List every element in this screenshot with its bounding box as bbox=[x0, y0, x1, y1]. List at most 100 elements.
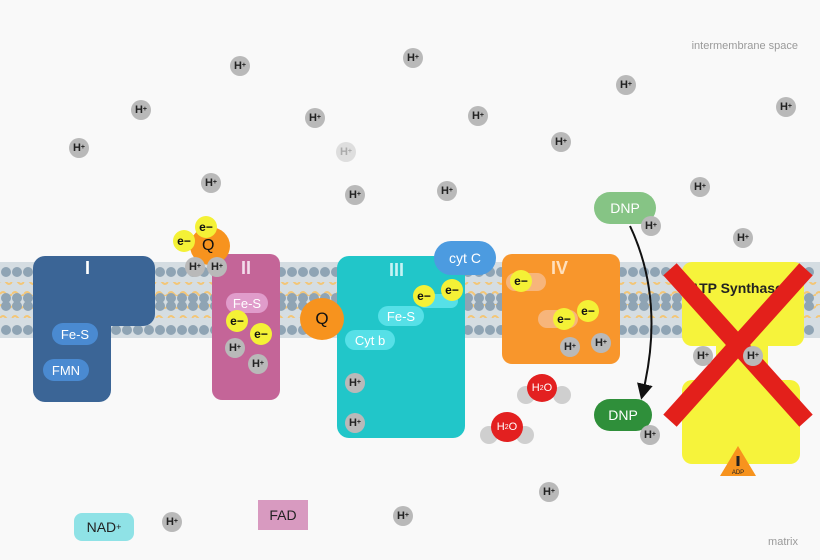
membrane-head-bead bbox=[650, 325, 660, 335]
membrane-head-bead bbox=[650, 293, 660, 303]
membrane-head-bead bbox=[122, 325, 132, 335]
membrane-head-bead bbox=[12, 293, 22, 303]
membrane-head-bead bbox=[199, 325, 209, 335]
proton: H+ bbox=[693, 346, 713, 366]
membrane-head-bead bbox=[804, 267, 814, 277]
membrane-head-bead bbox=[144, 325, 154, 335]
membrane-head-bead bbox=[188, 325, 198, 335]
complex-iv-title: IV bbox=[551, 258, 569, 278]
proton: H+ bbox=[345, 413, 365, 433]
membrane-head-bead bbox=[12, 267, 22, 277]
proton: H+ bbox=[743, 346, 763, 366]
proton: H+ bbox=[539, 482, 559, 502]
membrane-head-bead bbox=[177, 325, 187, 335]
complex-iii-cytb: Cyt b bbox=[345, 330, 395, 350]
electron: e− bbox=[195, 216, 217, 238]
proton: H+ bbox=[560, 337, 580, 357]
proton: H+ bbox=[437, 181, 457, 201]
proton: H+ bbox=[345, 185, 365, 205]
cytochrome-c: cyt C bbox=[434, 241, 496, 275]
membrane-head-bead bbox=[661, 325, 671, 335]
quinone-1-label: Q bbox=[202, 237, 215, 254]
proton: H+ bbox=[640, 425, 660, 445]
membrane-head-bead bbox=[485, 301, 495, 311]
water-2-sub: 2 bbox=[504, 423, 509, 431]
dnp-matrix: DNP bbox=[594, 399, 652, 431]
proton: H+ bbox=[131, 100, 151, 120]
membrane-head-bead bbox=[155, 301, 165, 311]
membrane-head-bead bbox=[287, 325, 297, 335]
membrane-head-bead bbox=[23, 293, 33, 303]
membrane-head-bead bbox=[661, 301, 671, 311]
proton: H+ bbox=[185, 257, 205, 277]
membrane-head-bead bbox=[628, 267, 638, 277]
proton: H+ bbox=[468, 106, 488, 126]
membrane-head-bead bbox=[23, 267, 33, 277]
membrane-head-bead bbox=[628, 325, 638, 335]
membrane-head-bead bbox=[166, 293, 176, 303]
membrane-head-bead bbox=[166, 301, 176, 311]
complex-iii-fes: Fe-S bbox=[378, 306, 424, 326]
water-2-h: H bbox=[496, 421, 505, 433]
membrane-head-bead bbox=[672, 301, 682, 311]
proton: H+ bbox=[162, 512, 182, 532]
proton: H+ bbox=[403, 48, 423, 68]
membrane-head-bead bbox=[188, 293, 198, 303]
water-1-o: O bbox=[543, 382, 553, 394]
water-1-sub: 2 bbox=[539, 384, 544, 392]
complex-i-fes: Fe-S bbox=[52, 323, 98, 345]
membrane-head-bead bbox=[650, 301, 660, 311]
membrane-head-bead bbox=[111, 325, 121, 335]
membrane-head-bead bbox=[672, 267, 682, 277]
membrane-head-bead bbox=[12, 325, 22, 335]
proton: H+ bbox=[393, 506, 413, 526]
electron: e− bbox=[441, 279, 463, 301]
proton: H+ bbox=[305, 108, 325, 128]
membrane-head-bead bbox=[1, 267, 11, 277]
membrane-head-bead bbox=[1, 293, 11, 303]
proton: H+ bbox=[345, 373, 365, 393]
quinone-2: Q bbox=[300, 298, 344, 340]
membrane-head-bead bbox=[309, 267, 319, 277]
membrane-head-bead bbox=[474, 325, 484, 335]
proton: H+ bbox=[776, 97, 796, 117]
membrane-head-bead bbox=[1, 325, 11, 335]
membrane-head-bead bbox=[287, 267, 297, 277]
electron: e− bbox=[510, 270, 532, 292]
atp-synthase-title: ATP Synthase bbox=[690, 280, 783, 296]
proton: H+ bbox=[248, 354, 268, 374]
membrane-head-bead bbox=[474, 293, 484, 303]
proton: H+ bbox=[69, 138, 89, 158]
membrane-head-bead bbox=[166, 325, 176, 335]
proton: H+ bbox=[551, 132, 571, 152]
membrane-head-bead bbox=[298, 267, 308, 277]
proton: H+ bbox=[733, 228, 753, 248]
water-2-o: O bbox=[508, 421, 518, 433]
intermembrane-space-label: intermembrane space bbox=[691, 40, 798, 52]
membrane-head-bead bbox=[485, 293, 495, 303]
nad-label: NAD bbox=[86, 519, 117, 535]
membrane-head-bead bbox=[320, 267, 330, 277]
proton: H+ bbox=[690, 177, 710, 197]
electron: e− bbox=[577, 300, 599, 322]
nad-plus: NAD+ bbox=[74, 513, 134, 541]
complex-i-arm bbox=[100, 256, 155, 326]
membrane-head-bead bbox=[1, 301, 11, 311]
adp-warning-icon: ADP bbox=[720, 446, 756, 476]
membrane-head-bead bbox=[485, 325, 495, 335]
membrane-head-bead bbox=[177, 293, 187, 303]
proton: H+ bbox=[230, 56, 250, 76]
proton: H+ bbox=[641, 216, 661, 236]
proton: H+ bbox=[616, 75, 636, 95]
proton: H+ bbox=[201, 173, 221, 193]
membrane-head-bead bbox=[639, 267, 649, 277]
membrane-head-bead bbox=[12, 301, 22, 311]
membrane-head-bead bbox=[463, 293, 473, 303]
atp-synthase-top bbox=[682, 262, 804, 346]
membrane-head-bead bbox=[804, 325, 814, 335]
membrane-head-bead bbox=[155, 267, 165, 277]
membrane-head-bead bbox=[199, 301, 209, 311]
membrane-head-bead bbox=[155, 325, 165, 335]
membrane-head-bead bbox=[133, 325, 143, 335]
